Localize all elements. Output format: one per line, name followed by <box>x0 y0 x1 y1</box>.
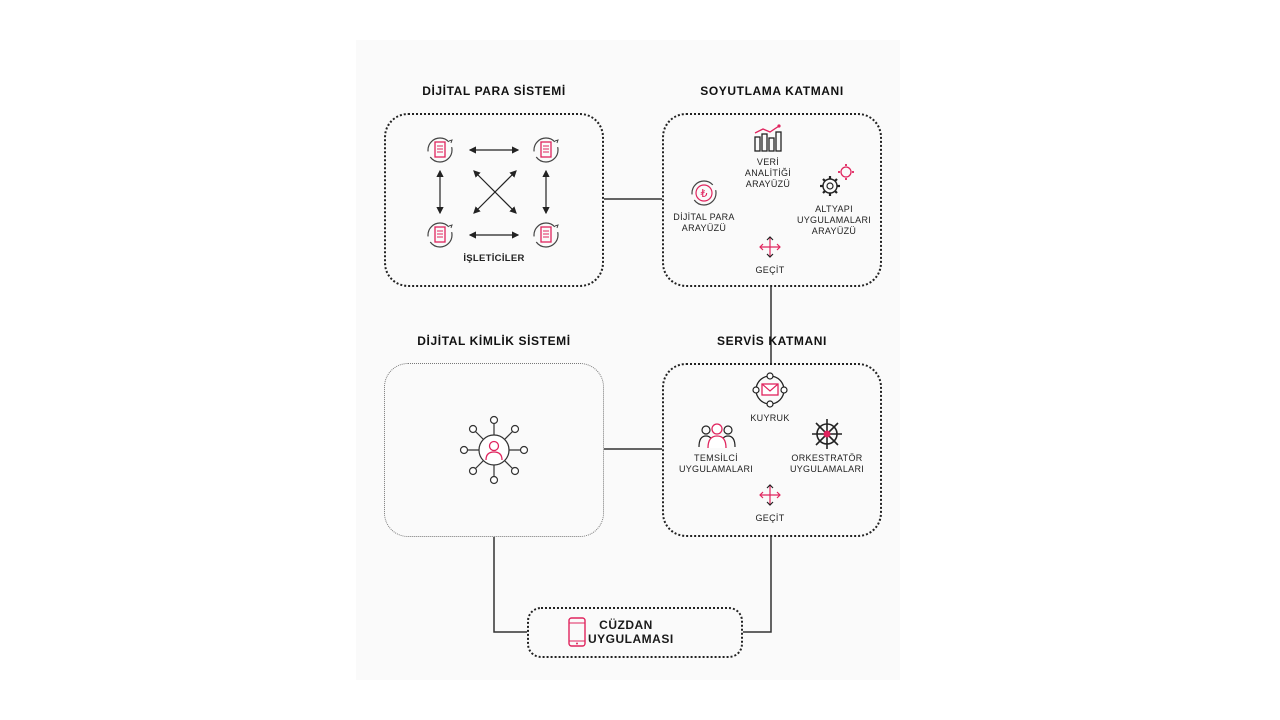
operators-network <box>427 137 559 248</box>
wallet-app-label: CÜZDAN UYGULAMASI <box>588 618 674 646</box>
service-layer-title: SERVİS KATMANI <box>717 334 827 348</box>
operators-label: İŞLETİCİLER <box>463 253 525 264</box>
digital-money-interface-label: DİJİTAL PARA ARAYÜZÜ <box>673 212 735 233</box>
data-analytics-label: VERİ ANALİTİĞİ ARAYÜZÜ <box>744 157 792 189</box>
queue-label: KUYRUK <box>750 413 790 423</box>
lira-cycle-icon: ₺ <box>691 180 717 206</box>
bank-cycle-icon <box>427 222 453 248</box>
smartphone-icon <box>568 617 586 647</box>
orchestrator-apps-label: ORKESTRATÖR UYGULAMALARI <box>789 453 865 474</box>
agent-apps-label: TEMSİLCİ UYGULAMALARI <box>678 453 754 474</box>
bank-cycle-icon <box>427 137 453 163</box>
identity-network-icon <box>459 415 529 485</box>
service-layer-box <box>662 363 882 537</box>
abstraction-layer-box <box>662 113 882 287</box>
gateway-arrows-icon <box>759 236 781 258</box>
gateway-arrows-icon <box>759 484 781 506</box>
ship-wheel-icon <box>812 419 842 449</box>
abstraction-layer-title: SOYUTLAMA KATMANI <box>700 84 844 98</box>
data-analytics-icon <box>754 124 782 152</box>
connector-identity-wallet <box>493 537 528 633</box>
gateway-label-abstraction: GEÇİT <box>755 265 785 275</box>
gears-icon <box>820 164 854 196</box>
digital-money-system-title: DİJİTAL PARA SİSTEMİ <box>422 84 566 98</box>
agents-icon <box>698 423 736 449</box>
bank-cycle-icon <box>533 137 559 163</box>
wallet-app-box <box>527 607 743 658</box>
bank-cycle-icon <box>533 222 559 248</box>
gateway-label-service: GEÇİT <box>755 513 785 523</box>
queue-icon <box>752 372 788 408</box>
svg-text:₺: ₺ <box>701 187 708 200</box>
digital-identity-system-title: DİJİTAL KİMLİK SİSTEMİ <box>417 334 571 348</box>
connector-service-wallet <box>742 537 772 633</box>
infrastructure-apps-label: ALTYAPI UYGULAMALARI ARAYÜZÜ <box>796 204 872 236</box>
